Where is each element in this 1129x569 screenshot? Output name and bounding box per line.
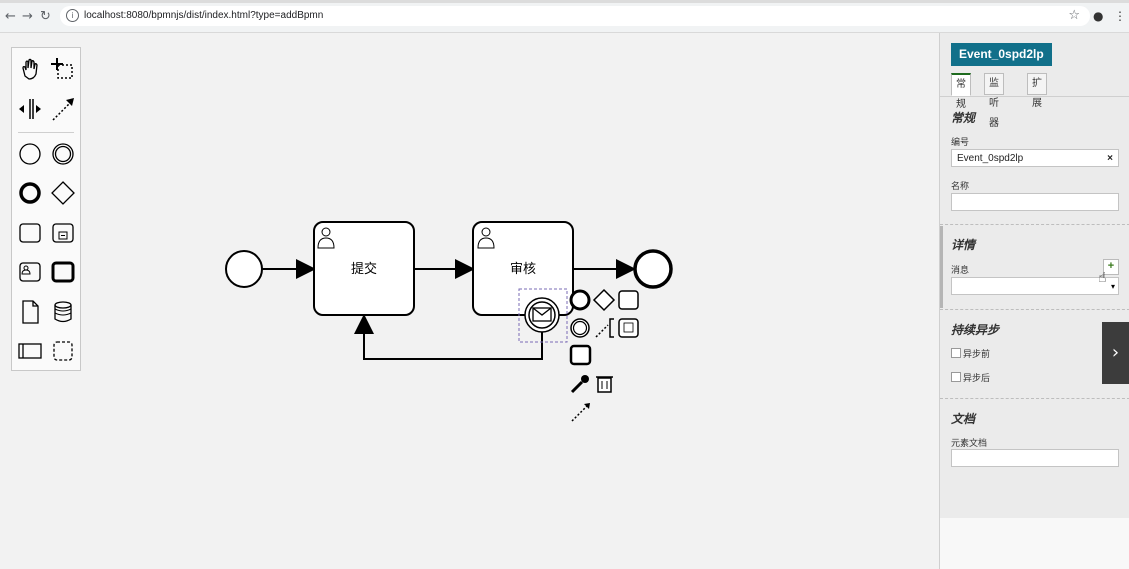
section-title-general: 常规 bbox=[951, 111, 976, 125]
task1-label: 提交 bbox=[351, 261, 377, 277]
section-title-details: 详情 bbox=[951, 238, 976, 252]
call-activity-icon[interactable] bbox=[48, 257, 78, 287]
sequence-flow-back[interactable] bbox=[354, 314, 543, 360]
async-after-label: 异步后 bbox=[963, 373, 991, 383]
address-bar[interactable]: i localhost:8080/bpmnjs/dist/index.html?… bbox=[60, 6, 1090, 26]
browser-toolbar: ← → ↻ i localhost:8080/bpmnjs/dist/index… bbox=[0, 0, 1129, 33]
bookmark-star-icon[interactable]: ☆ bbox=[1068, 8, 1080, 23]
async-before-checkbox[interactable] bbox=[951, 348, 961, 358]
append-task-icon[interactable] bbox=[618, 290, 639, 310]
pool-icon[interactable] bbox=[15, 336, 45, 366]
name-field[interactable] bbox=[951, 193, 1119, 211]
context-pad bbox=[569, 288, 639, 422]
async-before-label: 异步前 bbox=[963, 349, 991, 359]
profile-icon[interactable]: ● bbox=[1093, 9, 1104, 23]
task-icon[interactable] bbox=[15, 218, 45, 248]
append-subprocess-icon[interactable] bbox=[569, 344, 592, 366]
id-label: 编号 bbox=[951, 137, 970, 147]
reload-icon[interactable]: ↻ bbox=[40, 9, 51, 24]
back-arrow-icon[interactable]: ← bbox=[5, 9, 16, 24]
name-label: 名称 bbox=[951, 181, 970, 191]
element-id-badge: Event_0spd2lp bbox=[951, 43, 1052, 66]
pointer-cursor-icon: ☝ bbox=[1098, 270, 1107, 286]
async-after-checkbox[interactable] bbox=[951, 372, 961, 382]
end-event[interactable] bbox=[633, 249, 673, 289]
tab-general[interactable]: 常规 bbox=[951, 73, 971, 110]
panel-toggle-chevron-icon[interactable]: › bbox=[1102, 322, 1129, 384]
append-gateway-icon[interactable] bbox=[592, 288, 616, 312]
data-object-icon[interactable] bbox=[15, 297, 45, 327]
palette bbox=[11, 47, 81, 371]
bpmn-canvas[interactable] bbox=[0, 33, 939, 569]
end-event-icon[interactable] bbox=[15, 178, 45, 208]
clear-icon[interactable]: × bbox=[1107, 153, 1113, 164]
gateway-icon[interactable] bbox=[48, 178, 78, 208]
selection-outline bbox=[518, 288, 568, 343]
section-title-docs: 文档 bbox=[951, 412, 976, 426]
append-user-task-icon[interactable] bbox=[618, 318, 639, 338]
append-intermediate-event-icon[interactable] bbox=[570, 318, 590, 338]
user-task-icon[interactable] bbox=[15, 257, 45, 287]
tab-listeners[interactable]: 监听器 bbox=[984, 73, 1004, 129]
scroll-indicator[interactable] bbox=[940, 226, 943, 308]
user-task-submit[interactable]: 提交 bbox=[313, 221, 415, 316]
tab-strip bbox=[0, 0, 1129, 3]
boundary-message-event[interactable] bbox=[524, 297, 560, 333]
bpmn-diagram: 提交 审核 bbox=[225, 221, 673, 422]
info-icon[interactable]: i bbox=[66, 9, 79, 22]
add-message-button[interactable]: + bbox=[1103, 259, 1119, 275]
start-event[interactable] bbox=[225, 250, 263, 288]
data-store-icon[interactable] bbox=[48, 297, 78, 327]
id-field[interactable]: Event_0spd2lp × bbox=[951, 149, 1119, 167]
user-icon bbox=[477, 227, 495, 249]
section-divider bbox=[940, 224, 1129, 225]
message-select[interactable]: ▾ bbox=[951, 277, 1119, 295]
section-title-async: 持续异步 bbox=[951, 323, 1000, 337]
forward-arrow-icon[interactable]: → bbox=[22, 9, 33, 24]
docs-textarea[interactable] bbox=[951, 449, 1119, 467]
lasso-tool-icon[interactable] bbox=[48, 54, 78, 84]
append-end-event-icon[interactable] bbox=[569, 289, 591, 311]
properties-background bbox=[940, 33, 1129, 518]
section-divider bbox=[940, 398, 1129, 399]
url-text[interactable]: localhost:8080/bpmnjs/dist/index.html?ty… bbox=[84, 10, 324, 21]
task2-label: 审核 bbox=[510, 262, 536, 277]
intermediate-event-icon[interactable] bbox=[48, 139, 78, 169]
section-divider bbox=[940, 309, 1129, 310]
id-value[interactable]: Event_0spd2lp bbox=[957, 153, 1024, 164]
wrench-icon[interactable] bbox=[570, 375, 589, 394]
connect-icon[interactable] bbox=[571, 403, 590, 422]
start-event-icon[interactable] bbox=[15, 139, 45, 169]
chevron-down-icon[interactable]: ▾ bbox=[1110, 282, 1115, 291]
space-tool-icon[interactable] bbox=[15, 94, 45, 124]
palette-separator bbox=[18, 132, 74, 133]
user-icon bbox=[317, 227, 335, 249]
message-label: 消息 bbox=[951, 265, 970, 275]
hand-tool-icon[interactable] bbox=[15, 54, 45, 84]
properties-panel: Event_0spd2lp 常规 监听器 扩展 常规 编号 Event_0spd… bbox=[939, 33, 1129, 569]
trash-icon[interactable] bbox=[596, 376, 613, 393]
global-connect-icon[interactable] bbox=[48, 94, 78, 124]
docs-label: 元素文档 bbox=[951, 438, 988, 448]
group-icon[interactable] bbox=[48, 336, 78, 366]
tabs-underline bbox=[940, 96, 1129, 97]
user-task-review[interactable]: 审核 bbox=[472, 221, 574, 316]
tab-extensions[interactable]: 扩展 bbox=[1027, 73, 1047, 109]
connect-annotation-icon[interactable] bbox=[595, 318, 614, 338]
subprocess-icon[interactable] bbox=[48, 218, 78, 248]
menu-kebab-icon[interactable]: ⋮ bbox=[1114, 9, 1126, 23]
